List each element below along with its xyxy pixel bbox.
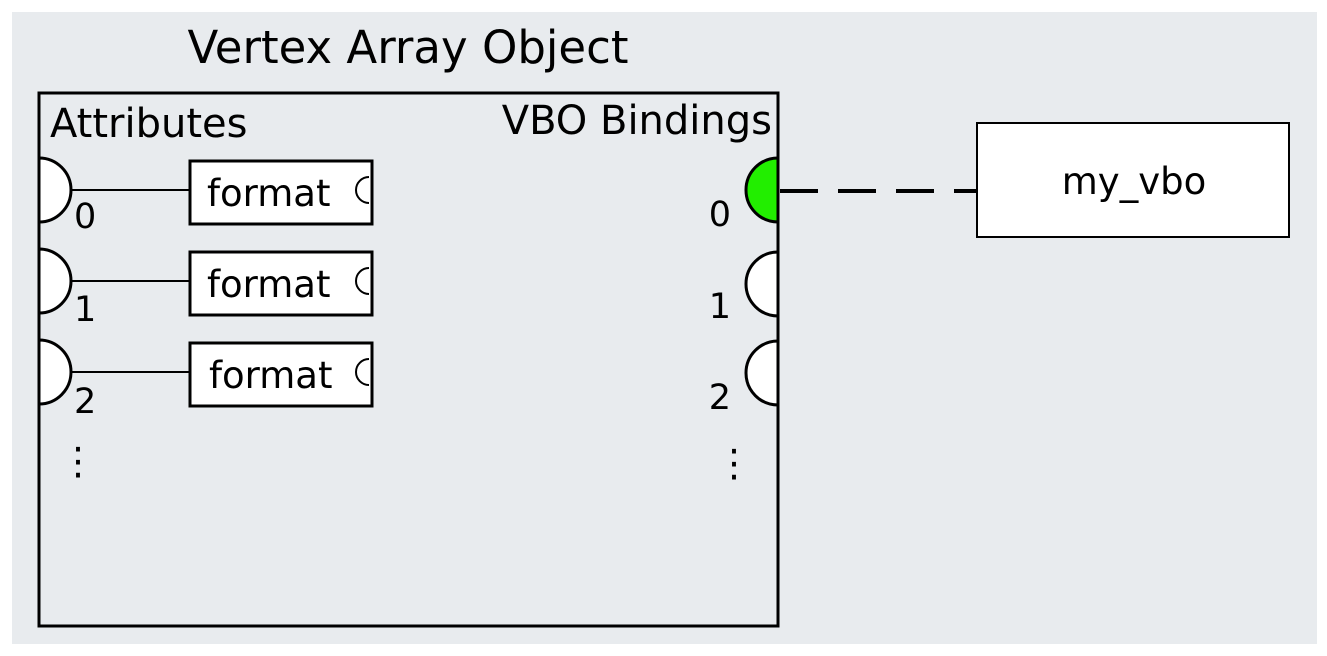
attribute-port-1[interactable] [37,247,73,315]
binding-index-0: 0 [709,195,731,235]
attribute-row-1: 1 format [37,247,374,330]
attribute-index-1: 1 [74,290,96,330]
format-label-1: format [207,263,330,306]
format-label-0: format [207,172,330,215]
vbo-binding-port-0[interactable] [744,156,780,224]
attribute-port-2[interactable] [37,338,73,406]
vbo-label: my_vbo [1062,160,1206,203]
format-box-0 [188,159,374,226]
format-port-0[interactable] [355,176,370,204]
format-box-1 [188,250,374,317]
binding-row-0: 0 [709,156,780,235]
attribute-row-0: 0 format [37,156,374,237]
binding-row-1: 1 [709,250,780,327]
binding-index-2: 2 [709,378,731,418]
format-port-2[interactable] [355,358,370,386]
binding-index-1: 1 [709,287,731,327]
vao-title: Vertex Array Object [187,21,628,74]
attribute-index-2: 2 [74,382,96,422]
format-label-2: format [209,354,332,397]
diagram-background [12,12,1317,644]
format-box-2 [188,341,374,408]
format-port-1[interactable] [355,267,370,295]
attribute-index-0: 0 [74,197,96,237]
vbo-binding-port-1[interactable] [744,250,780,318]
vbo-bindings-heading: VBO Bindings [502,98,772,144]
binding-row-2: 2 [709,339,780,418]
vbo-binding-port-2[interactable] [744,339,780,407]
vbo-box[interactable] [976,122,1290,238]
attributes-heading: Attributes [50,101,247,147]
attribute-row-2: 2 format [37,338,374,422]
attribute-port-0[interactable] [37,156,73,224]
attributes-ellipsis: ⋮ [59,439,97,483]
bindings-ellipsis: ⋮ [715,441,753,485]
